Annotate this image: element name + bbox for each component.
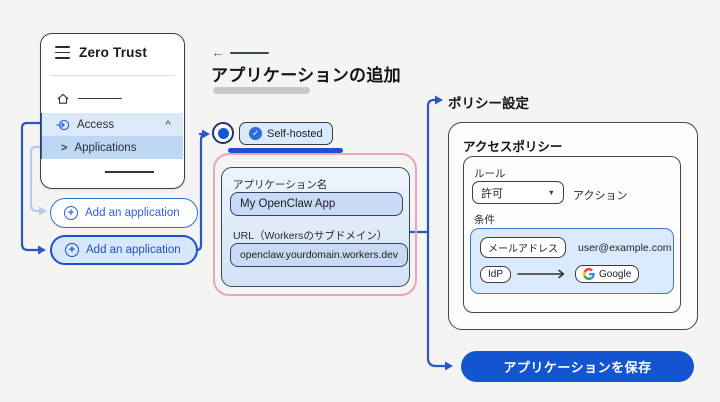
plus-circle-icon: + (64, 206, 78, 220)
self-hosted-label: Self-hosted (267, 127, 323, 140)
app-name-input[interactable]: My OpenClaw App (230, 192, 403, 216)
sidebar-header: Zero Trust (55, 45, 147, 60)
zero-trust-sidebar: Zero Trust Access ^ > Applications (40, 33, 185, 189)
policy-section-heading: ポリシー設定 (448, 96, 529, 111)
sidebar-item-home[interactable] (42, 87, 183, 110)
connector-applications-to-button1 (29, 145, 42, 213)
condition-label: 条件 (474, 214, 495, 226)
sidebar-item-applications[interactable]: > Applications (42, 136, 183, 159)
google-logo-icon (583, 268, 595, 280)
home-icon (55, 92, 70, 106)
arrowhead-button1 (39, 206, 47, 216)
home-label-placeholder (78, 97, 122, 100)
add-application-button-2[interactable]: + Add an application (50, 235, 198, 265)
application-form-card (221, 167, 410, 287)
access-label: Access (77, 118, 115, 131)
app-type-radio[interactable] (212, 122, 234, 144)
sidebar-bottom-placeholder (105, 171, 154, 173)
chevron-right-icon: > (61, 141, 68, 154)
radio-dot (217, 127, 229, 139)
connector-button2-to-radio (195, 132, 207, 252)
arrowhead-button2 (38, 245, 46, 255)
rule-action-select[interactable]: 許可 ▼ (472, 181, 564, 204)
self-hosted-badge[interactable]: ✓ Self-hosted (239, 122, 333, 145)
hamburger-menu-icon[interactable] (55, 46, 70, 59)
check-circle-icon: ✓ (249, 127, 262, 140)
sidebar-divider (50, 75, 175, 76)
app-url-value: openclaw.yourdomain.workers.dev (240, 249, 398, 261)
idp-provider-chip[interactable]: Google (575, 265, 640, 283)
condition-row-idp: IdP Google (480, 265, 664, 283)
app-url-input[interactable]: openclaw.yourdomain.workers.dev (230, 243, 408, 267)
applications-label: Applications (74, 141, 137, 154)
connector-form-to-save (426, 230, 447, 368)
conditions-box: メールアドレス user@example.com IdP Google (470, 228, 674, 294)
sidebar-title: Zero Trust (79, 45, 148, 60)
plus-circle-icon: + (65, 243, 79, 257)
chevron-up-icon[interactable]: ^ (165, 119, 171, 130)
email-condition-value: user@example.com (578, 241, 672, 254)
long-arrow-right-icon (517, 269, 565, 279)
condition-row-email: メールアドレス user@example.com (480, 237, 672, 258)
subtitle-placeholder (213, 87, 310, 94)
arrowhead-radio (202, 129, 210, 139)
app-name-label: アプリケーション名 (233, 179, 328, 191)
add-application-label-1: Add an application (85, 207, 180, 219)
breadcrumb-placeholder (230, 52, 269, 54)
arrowhead-save (445, 361, 453, 371)
connector-access-to-button2 (20, 121, 42, 252)
selected-tab-underline (228, 148, 343, 153)
action-label: アクション (573, 190, 628, 202)
back-arrow-icon[interactable]: ← (211, 44, 225, 60)
access-policy-title: アクセスポリシー (463, 140, 563, 154)
email-condition-chip[interactable]: メールアドレス (480, 237, 566, 258)
idp-condition-chip[interactable]: IdP (480, 265, 512, 283)
app-url-label: URL（Workersのサブドメイン） (233, 230, 388, 242)
page-title: アプリケーションの追加 (211, 66, 401, 85)
arrowhead-policy (435, 95, 443, 105)
idp-provider-label: Google (599, 268, 632, 280)
caret-down-icon: ▼ (547, 188, 555, 197)
connector-form-to-policy (426, 98, 437, 234)
app-name-value: My OpenClaw App (240, 198, 336, 210)
rule-selected-value: 許可 (481, 187, 503, 200)
save-application-button[interactable]: アプリケーションを保存 (461, 351, 694, 382)
add-application-label-2: Add an application (86, 244, 181, 256)
access-icon (55, 118, 70, 132)
add-application-button-1[interactable]: + Add an application (50, 198, 198, 228)
sidebar-item-access[interactable]: Access ^ (42, 113, 183, 136)
save-application-label: アプリケーションを保存 (503, 360, 652, 375)
form-highlight-outline (213, 153, 417, 296)
rule-label: ルール (474, 168, 506, 180)
